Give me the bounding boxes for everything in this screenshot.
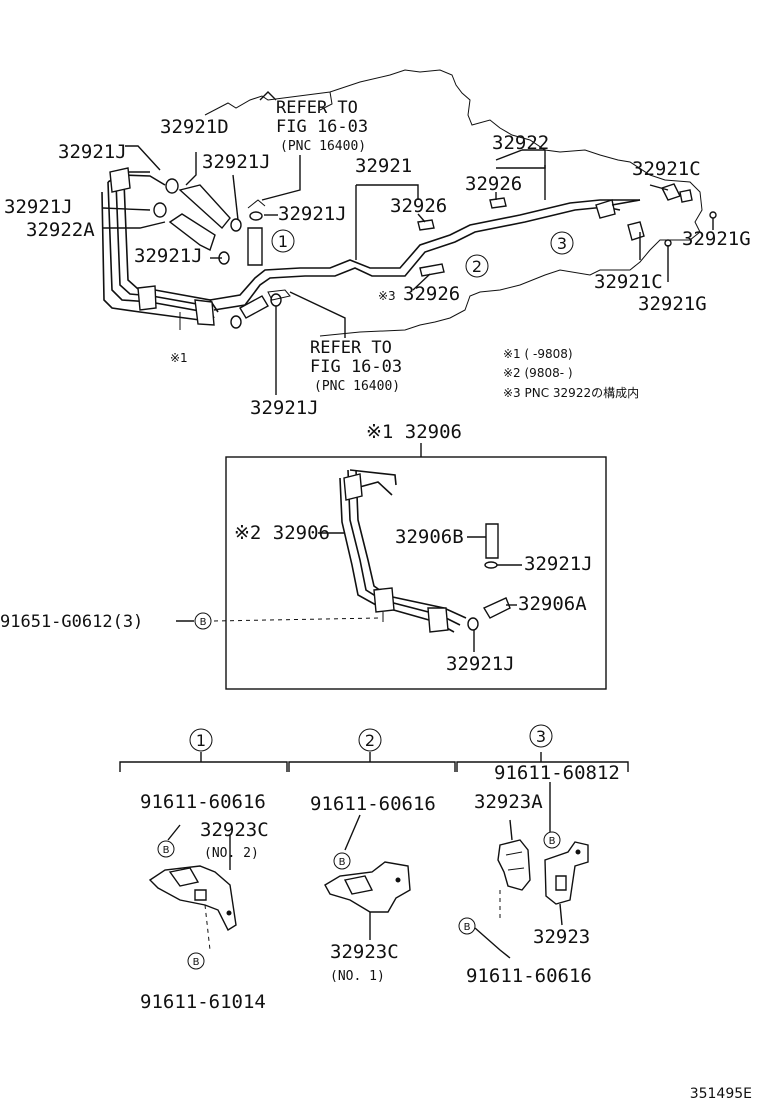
label-91611-60616: 91611-60616 — [466, 965, 592, 987]
label-32906-top: ※1 32906 — [366, 421, 462, 443]
bolt-marker-b: B — [194, 612, 212, 630]
svg-text:3: 3 — [557, 234, 567, 253]
svg-text:REFER TO: REFER TO — [310, 338, 392, 358]
group-3-bolt-bottom: B — [458, 917, 511, 959]
label-32921G: 32921G — [682, 228, 751, 250]
label-32921J: 32921J — [202, 151, 271, 173]
label-32921J: 32921J — [446, 653, 515, 675]
leader-lines-top — [102, 91, 714, 395]
mark-note-3: ※3 — [378, 289, 396, 303]
label-32923: 32923 — [533, 926, 590, 948]
svg-text:REFER TO: REFER TO — [276, 98, 358, 118]
diagram-code: 351495E — [690, 1086, 752, 1102]
svg-text:3: 3 — [536, 727, 546, 746]
label-32921J: 32921J — [250, 397, 319, 419]
label-32921J: 32921J — [524, 553, 593, 575]
label-91651-G0612: 91651-G0612(3) — [0, 612, 143, 632]
label-32926: 32926 — [390, 195, 447, 217]
group-1-marker: 1 — [189, 728, 213, 752]
group-2-bracket — [324, 814, 411, 940]
refer-note-top: REFER TO FIG 16-03 (PNC 16400) — [276, 98, 368, 154]
svg-text:2: 2 — [472, 257, 482, 276]
svg-text:(PNC 16400): (PNC 16400) — [280, 139, 366, 154]
circle-marker-2: 2 — [465, 254, 489, 278]
label-32926: 32926 — [465, 173, 522, 195]
label-32922A: 32922A — [26, 219, 95, 241]
svg-text:※3 PNC 32922の構成内: ※3 PNC 32922の構成内 — [503, 386, 639, 400]
group-3-labels: 91611-60812 32923A 32923 91611-60616 — [466, 762, 620, 987]
svg-text:B: B — [339, 857, 346, 868]
svg-text:1: 1 — [196, 731, 206, 750]
label-32923C: 32923C — [330, 941, 399, 963]
svg-text:※2 (9808- ): ※2 (9808- ) — [503, 366, 573, 380]
label-91611-60616: 91611-60616 — [140, 791, 266, 813]
group-1-bolt-top: B — [157, 840, 175, 858]
svg-text:※1 ( -9808): ※1 ( -9808) — [503, 347, 573, 361]
label-32921C: 32921C — [594, 271, 663, 293]
label-32906-inner: ※2 32906 — [234, 522, 330, 544]
legend-notes: ※1 ( -9808) ※2 (9808- ) ※3 PNC 32922の構成内 — [503, 347, 639, 400]
group-2-labels: 91611-60616 32923C (NO. 1) — [310, 793, 436, 984]
label-32923C: 32923C — [200, 819, 269, 841]
label-32921C: 32921C — [632, 158, 701, 180]
group-brackets-bar — [119, 752, 629, 772]
group-3-bracket — [544, 782, 589, 926]
circle-marker-1: 1 — [271, 229, 295, 253]
group-1-bracket — [148, 824, 237, 951]
svg-text:(PNC 16400): (PNC 16400) — [314, 379, 400, 394]
sub-assembly-box — [225, 456, 607, 690]
label-32921J: 32921J — [278, 203, 347, 225]
label-32906B: 32906B — [395, 526, 464, 548]
label-no2: (NO. 2) — [204, 846, 259, 861]
label-32921J: 32921J — [58, 141, 127, 163]
group-3-bracket-a — [497, 819, 531, 920]
label-32921J: 32921J — [134, 245, 203, 267]
sub-assembly-leaders — [176, 532, 522, 652]
label-32921J: 32921J — [4, 196, 73, 218]
label-32921G: 32921G — [638, 293, 707, 315]
group-2-bolt: B — [333, 852, 351, 870]
svg-text:B: B — [464, 922, 471, 933]
label-91611-60812: 91611-60812 — [494, 762, 620, 784]
label-32926: 32926 — [403, 283, 460, 305]
label-32921: 32921 — [355, 155, 412, 177]
engine-outline — [204, 69, 703, 337]
mark-note-1: ※1 — [170, 351, 188, 365]
label-91611-61014: 91611-61014 — [140, 991, 266, 1013]
refer-note-bottom: REFER TO FIG 16-03 (PNC 16400) — [310, 338, 402, 394]
svg-text:B: B — [200, 617, 207, 628]
svg-text:FIG 16-03: FIG 16-03 — [276, 117, 368, 137]
label-32921D: 32921D — [160, 116, 229, 138]
label-no1: (NO. 1) — [330, 969, 385, 984]
label-91611-60616: 91611-60616 — [310, 793, 436, 815]
label-32922: 32922 — [492, 132, 549, 154]
label-32906A: 32906A — [518, 593, 587, 615]
svg-text:B: B — [549, 836, 556, 847]
svg-text:2: 2 — [365, 731, 375, 750]
sub-assembly-pipes — [339, 469, 511, 633]
sub-assembly-labels: ※2 32906 32906B 32921J 32906A 32921J 916… — [0, 522, 593, 675]
svg-text:B: B — [163, 845, 170, 856]
svg-text:1: 1 — [278, 232, 288, 251]
circle-marker-3: 3 — [550, 231, 574, 255]
top-part-labels: 32921D 32921J 32921J 32921J 32922A 32921… — [4, 116, 751, 419]
label-32923A: 32923A — [474, 791, 543, 813]
svg-text:B: B — [193, 957, 200, 968]
group-3-bolt-top: B — [543, 831, 561, 849]
group-3-marker: 3 — [529, 724, 553, 748]
svg-text:FIG 16-03: FIG 16-03 — [310, 357, 402, 377]
group-2-marker: 2 — [358, 728, 382, 752]
group-1-bolt-bottom: B — [187, 952, 205, 970]
group-1-labels: 91611-60616 32923C (NO. 2) 91611-61014 — [140, 791, 269, 1013]
main-pipe-assembly — [101, 167, 717, 330]
